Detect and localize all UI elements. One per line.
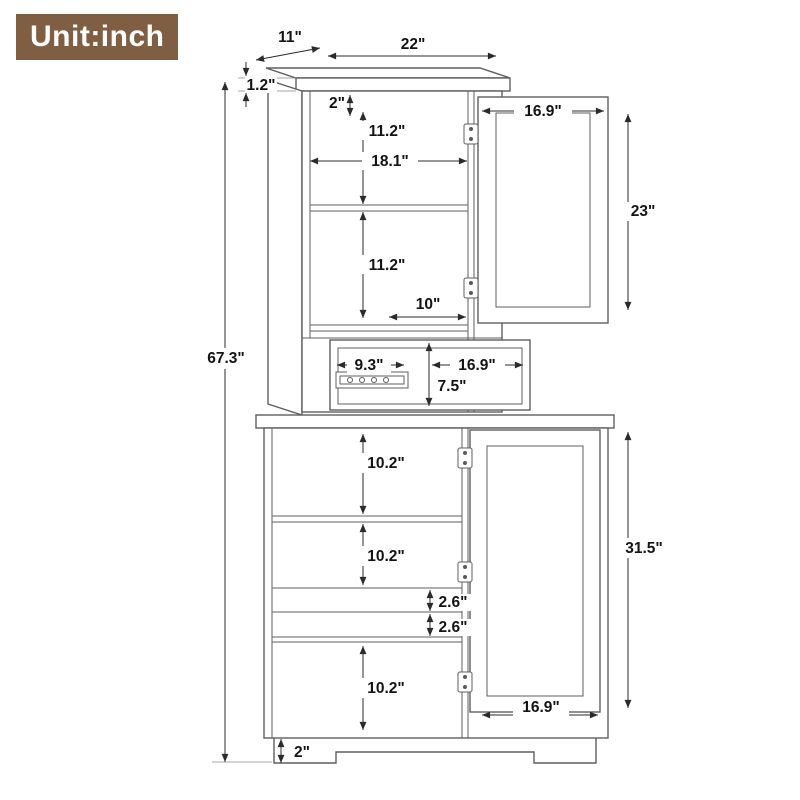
top-board — [265, 67, 511, 92]
dim-drawer-inner-width: 9.3" — [337, 356, 404, 374]
lower-top-board — [255, 414, 615, 429]
hinge-icon — [463, 277, 479, 299]
svg-text:9.3": 9.3" — [355, 357, 384, 374]
lower-door-hinges — [457, 447, 473, 693]
drawer-glide — [335, 371, 409, 389]
hinge-icon — [457, 561, 473, 583]
dim-drawer-height: 7.5" — [425, 343, 470, 406]
dim-upper-width: 18.1" — [310, 152, 467, 170]
svg-text:7.5": 7.5" — [438, 378, 467, 395]
svg-text:2.6": 2.6" — [439, 619, 468, 636]
dim-shelf-gap-2: 2.6" — [426, 614, 472, 636]
dim-top-width: 22" — [328, 36, 496, 60]
hinge-icon — [457, 671, 473, 693]
svg-text:11.2": 11.2" — [369, 257, 406, 274]
dim-lower-door-height: 31.5" — [618, 432, 670, 708]
dim-lower-space-3: 10.2" — [359, 646, 413, 730]
svg-text:31.5": 31.5" — [625, 540, 663, 557]
upper-door-hinges — [463, 123, 479, 299]
dim-lower-door-width: 16.9" — [482, 698, 598, 719]
dim-top-thickness: 1.2" — [238, 62, 296, 107]
dim-shelf-width: 10" — [389, 296, 466, 321]
lower-door — [469, 429, 601, 713]
dim-top-depth: 11" — [255, 29, 321, 62]
dim-shelf-gap-1: 2.6" — [426, 590, 472, 611]
svg-text:10.2": 10.2" — [367, 548, 405, 565]
lower-shelf — [271, 636, 463, 643]
svg-text:1.2": 1.2" — [247, 77, 276, 94]
dim-total-height: 67.3" — [198, 82, 272, 763]
svg-text:16.9": 16.9" — [522, 699, 560, 716]
dim-top-rail: 2" — [329, 95, 354, 116]
dim-upper-space-2: 11.2" — [359, 212, 413, 318]
unit-label: Unit:inch — [30, 20, 165, 53]
upper-door — [477, 96, 609, 324]
dim-lower-space-1: 10.2" — [359, 434, 413, 514]
svg-text:2": 2" — [329, 95, 345, 112]
svg-text:23": 23" — [631, 203, 656, 220]
svg-text:22": 22" — [401, 36, 426, 53]
svg-text:2.6": 2.6" — [439, 594, 468, 611]
svg-text:10": 10" — [416, 296, 441, 313]
cabinet-drawing — [255, 67, 615, 764]
dim-upper-space-1: 11.2" — [359, 112, 413, 204]
base-plinth — [273, 738, 597, 764]
svg-text:16.9": 16.9" — [524, 103, 562, 120]
lower-shelf — [271, 515, 463, 523]
hinge-icon — [457, 447, 473, 469]
svg-text:18.1": 18.1" — [371, 153, 409, 170]
svg-text:10.2": 10.2" — [367, 455, 405, 472]
upper-shelf — [309, 324, 469, 332]
svg-text:2": 2" — [294, 744, 310, 761]
svg-text:10.2": 10.2" — [367, 680, 405, 697]
svg-text:67.3": 67.3" — [207, 350, 245, 367]
hinge-icon — [463, 123, 479, 145]
dim-upper-door-height: 23" — [624, 114, 662, 310]
dim-lower-space-2: 10.2" — [359, 524, 413, 585]
dimensions: 11" 22" 1.2" 2" 11.2" — [198, 29, 670, 763]
svg-text:11.2": 11.2" — [369, 123, 406, 140]
svg-text:11": 11" — [278, 29, 302, 46]
unit-label-badge: Unit:inch — [16, 14, 179, 60]
upper-shelf — [309, 204, 469, 212]
dim-drawer-width: 16.9" — [432, 356, 523, 374]
drawer-open — [329, 339, 531, 411]
dim-base-height: 2" — [277, 739, 315, 763]
dim-upper-door-width: 16.9" — [482, 102, 604, 120]
svg-text:16.9": 16.9" — [458, 357, 496, 374]
